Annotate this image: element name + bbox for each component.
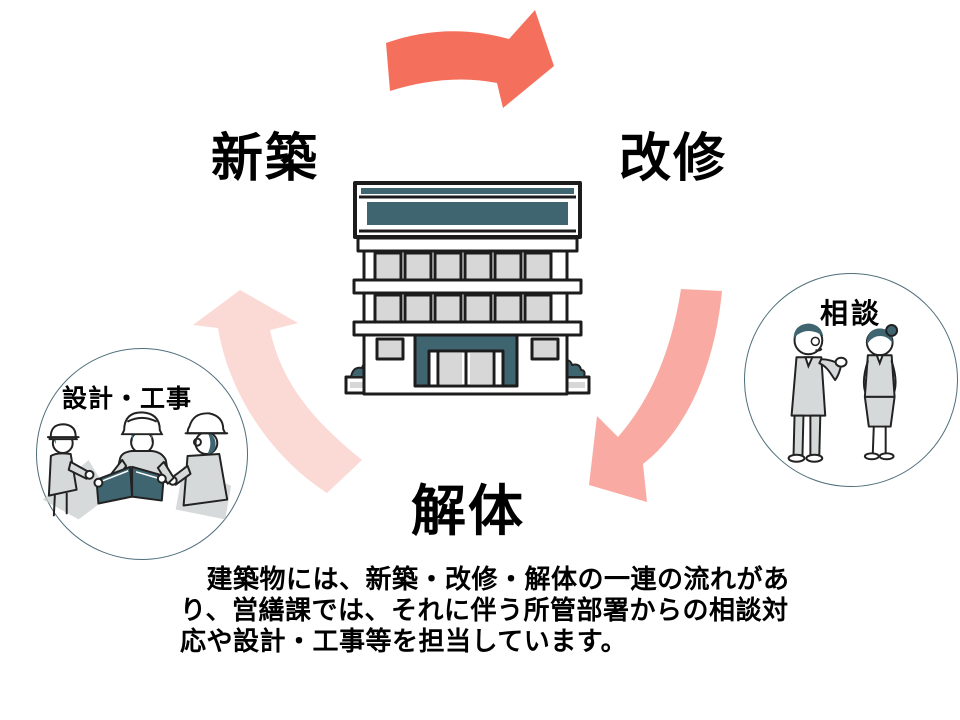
stage-label-kaitai: 解体 (411, 480, 526, 542)
building-windows (373, 251, 553, 324)
ground-window-right (530, 337, 560, 361)
worker-left (46, 423, 95, 517)
arrow-kaitai-to-shinchiku-icon (193, 290, 362, 493)
stage-label-kaishu: 改修 (619, 130, 728, 188)
ground-window-left (375, 337, 405, 361)
consultation-badge (744, 273, 958, 487)
woman-figure (862, 324, 899, 461)
office-building-illustration (344, 181, 591, 396)
building-sign (353, 181, 582, 239)
man-figure (787, 323, 848, 463)
worker-right (167, 412, 229, 507)
construction-workers-illustration (42, 411, 232, 520)
arrow-kaishu-to-kaitai-icon (589, 289, 722, 502)
design-construction-label: 設計・工事 (61, 385, 192, 413)
arrow-shinchiku-to-kaishu-icon (386, 10, 554, 108)
building-entrance (413, 333, 519, 388)
stage-label-shinchiku: 新築 (211, 130, 320, 188)
worker-middle (93, 411, 175, 505)
design-construction-badge (36, 348, 248, 560)
people-talking-illustration (787, 323, 899, 463)
caption-text: 建築物には、新築・改修・解体の一連の流れがあ り、営繕課では、それに伴う所管部署… (180, 564, 790, 656)
building-band (352, 278, 583, 295)
building-band (356, 236, 579, 253)
consultation-label: 相談 (819, 298, 882, 329)
building-band (352, 320, 583, 337)
